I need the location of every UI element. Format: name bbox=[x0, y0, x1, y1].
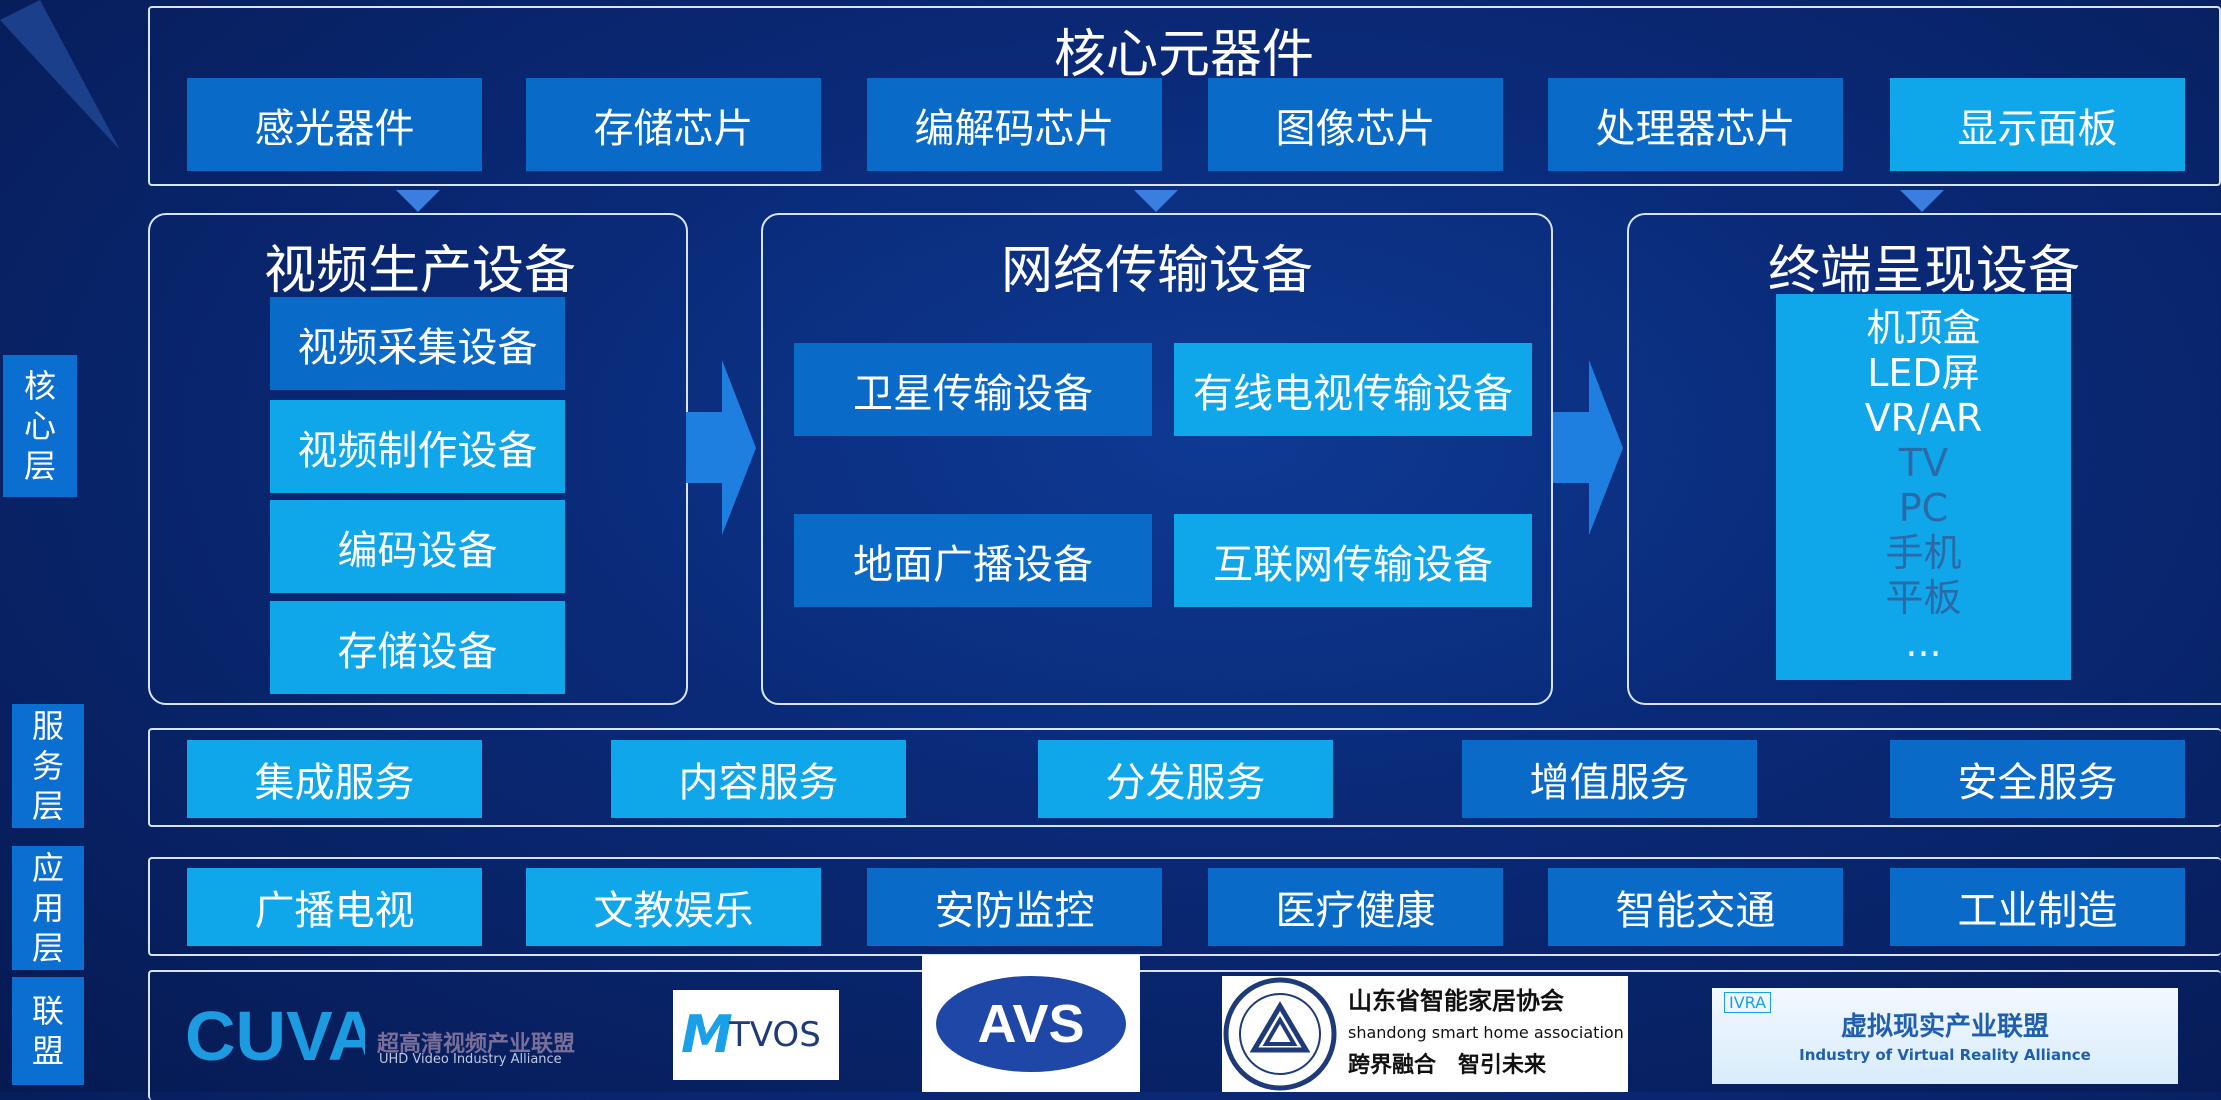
services-frame bbox=[148, 728, 2221, 827]
shandong-slogan: 跨界融合 智引未来 bbox=[1348, 1053, 1547, 1078]
shandong-logo: 山东省智能家居协会 shandong smart home associatio… bbox=[1222, 976, 1628, 1092]
terminal-item: LED屏 bbox=[1867, 351, 1980, 395]
terminal-list-panel: 机顶盒 LED屏 VR/AR TV PC 手机 平板 ... bbox=[1776, 294, 2071, 680]
ivra-logo: IVRA 虚拟现实产业联盟 Industry of Virtual Realit… bbox=[1712, 988, 2178, 1084]
terminal-title: 终端呈现设备 bbox=[1767, 241, 2080, 301]
side-label-char: 层 bbox=[31, 787, 64, 825]
component-box: 编解码芯片 bbox=[867, 78, 1162, 171]
down-arrow-icon bbox=[1900, 190, 1944, 212]
network-frame bbox=[761, 213, 1553, 705]
ivra-tag: IVRA bbox=[1724, 992, 1772, 1013]
application-box: 文教娱乐 bbox=[526, 868, 821, 946]
ivra-name-cn: 虚拟现实产业联盟 bbox=[1840, 1012, 2049, 1042]
tvos-m-icon: M bbox=[681, 1005, 733, 1065]
shandong-seal-icon bbox=[1222, 976, 1338, 1092]
side-label-char: 心 bbox=[23, 407, 56, 445]
side-label-char: 联 bbox=[31, 992, 64, 1030]
cuva-name-cn: 超高清视频产业联盟 bbox=[377, 1032, 576, 1057]
side-label-core: 核 心 层 bbox=[3, 355, 77, 497]
application-box: 安防监控 bbox=[867, 868, 1162, 946]
application-box: 工业制造 bbox=[1890, 868, 2185, 946]
service-box: 内容服务 bbox=[611, 740, 906, 818]
side-label-char: 层 bbox=[23, 447, 56, 485]
down-arrow-icon bbox=[1134, 190, 1178, 212]
side-label-application: 应 用 层 bbox=[12, 846, 84, 970]
service-box: 增值服务 bbox=[1462, 740, 1757, 818]
alliances-frame bbox=[148, 970, 2221, 1100]
cuva-logo: CUVA 超高清视频产业联盟 UHD Video Industry Allian… bbox=[185, 1000, 585, 1075]
service-box: 分发服务 bbox=[1038, 740, 1333, 818]
down-arrow-icon bbox=[396, 190, 440, 212]
shandong-name-cn: 山东省智能家居协会 bbox=[1348, 987, 1564, 1015]
cuva-name-en: UHD Video Industry Alliance bbox=[379, 1052, 562, 1067]
shandong-name-en: shandong smart home association bbox=[1348, 1023, 1624, 1042]
terminal-item: VR/AR bbox=[1864, 396, 1983, 440]
service-box: 集成服务 bbox=[187, 740, 482, 818]
component-box: 图像芯片 bbox=[1208, 78, 1503, 171]
side-label-char: 盟 bbox=[31, 1032, 64, 1070]
component-box: 存储芯片 bbox=[526, 78, 821, 171]
side-label-char: 层 bbox=[31, 929, 64, 967]
component-box: 感光器件 bbox=[187, 78, 482, 171]
components-frame bbox=[148, 6, 2221, 186]
production-item: 编码设备 bbox=[270, 500, 565, 593]
right-arrow-icon bbox=[1553, 360, 1623, 535]
terminal-item: 手机 bbox=[1885, 531, 1962, 575]
side-label-char: 务 bbox=[31, 747, 64, 785]
network-item: 卫星传输设备 bbox=[794, 343, 1152, 436]
side-label-char: 用 bbox=[31, 889, 64, 927]
avs-mark: AVS bbox=[977, 993, 1085, 1054]
application-box: 智能交通 bbox=[1548, 868, 1843, 946]
shandong-text: 山东省智能家居协会 shandong smart home associatio… bbox=[1348, 984, 1624, 1084]
right-arrow-icon bbox=[686, 360, 756, 535]
terminal-item: 机顶盒 bbox=[1866, 306, 1981, 350]
components-title: 核心元器件 bbox=[1053, 25, 1314, 85]
avs-logo: AVS bbox=[922, 955, 1140, 1092]
side-label-service: 服 务 层 bbox=[12, 704, 84, 828]
side-label-char: 核 bbox=[23, 367, 56, 405]
component-box: 显示面板 bbox=[1890, 78, 2185, 171]
ivra-name-en: Industry of Virtual Reality Alliance bbox=[1799, 1046, 2091, 1064]
network-item: 地面广播设备 bbox=[794, 514, 1152, 607]
terminal-list: 机顶盒 LED屏 VR/AR TV PC 手机 平板 ... bbox=[1776, 306, 2071, 666]
production-item: 视频制作设备 bbox=[270, 400, 565, 493]
side-label-char: 服 bbox=[31, 707, 64, 745]
tvos-mark: TVOS bbox=[729, 1015, 821, 1055]
network-title: 网络传输设备 bbox=[1000, 241, 1313, 301]
network-item: 互联网传输设备 bbox=[1174, 514, 1532, 607]
component-box: 处理器芯片 bbox=[1548, 78, 1843, 171]
terminal-item: 平板 bbox=[1885, 576, 1962, 620]
avs-ellipse: AVS bbox=[936, 975, 1126, 1072]
side-label-char: 应 bbox=[31, 849, 64, 887]
production-title: 视频生产设备 bbox=[263, 241, 576, 301]
application-box: 广播电视 bbox=[187, 868, 482, 946]
terminal-item: TV bbox=[1898, 441, 1949, 485]
terminal-item: ... bbox=[1905, 621, 1942, 665]
production-item: 存储设备 bbox=[270, 601, 565, 694]
cuva-mark: CUVA bbox=[185, 1002, 365, 1072]
application-box: 医疗健康 bbox=[1208, 868, 1503, 946]
network-item: 有线电视传输设备 bbox=[1174, 343, 1532, 436]
applications-frame bbox=[148, 857, 2221, 956]
background-glint bbox=[0, 0, 160, 150]
terminal-item: PC bbox=[1898, 486, 1949, 530]
service-box: 安全服务 bbox=[1890, 740, 2185, 818]
side-label-alliance: 联 盟 bbox=[12, 977, 84, 1085]
terminal-frame bbox=[1627, 213, 2221, 705]
production-item: 视频采集设备 bbox=[270, 297, 565, 390]
tvos-logo: M TVOS bbox=[673, 990, 839, 1080]
